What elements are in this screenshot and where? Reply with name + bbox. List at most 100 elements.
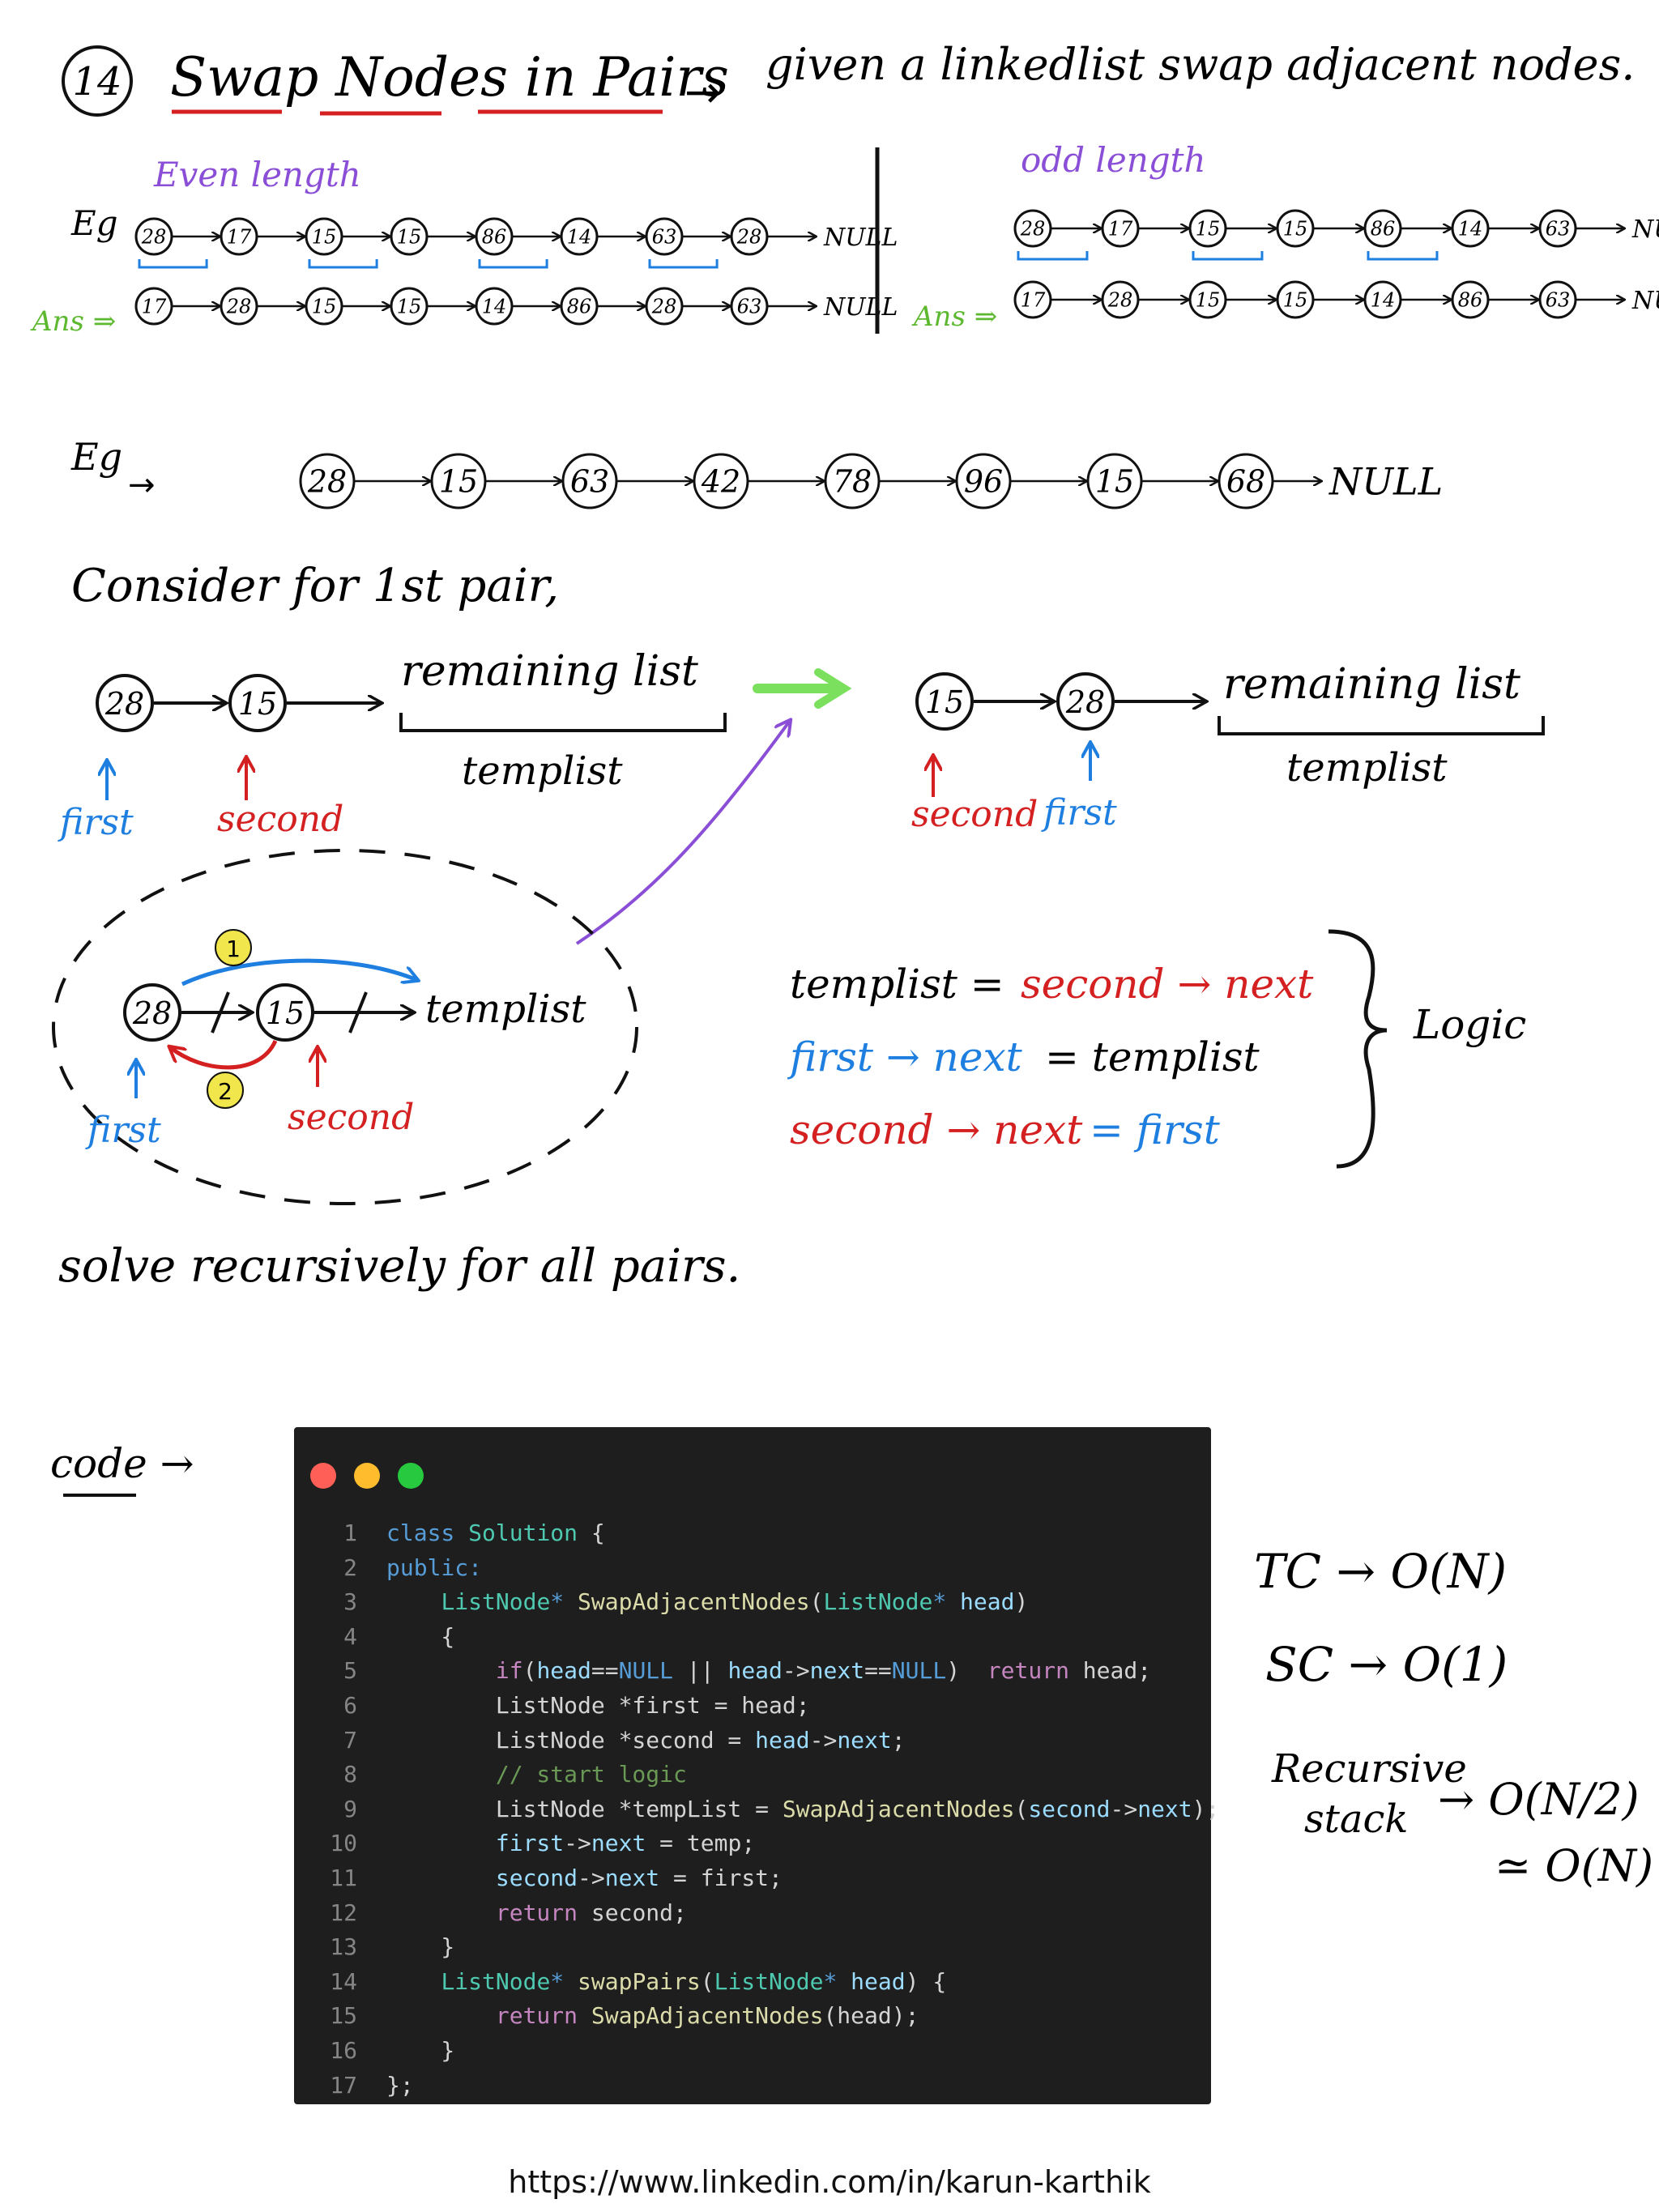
- code-token: [386, 1657, 496, 1684]
- node-value: 28: [651, 296, 677, 318]
- recursive-value: → O(N/2): [1438, 1774, 1640, 1825]
- remaining-list-label: remaining list: [1223, 660, 1520, 709]
- step2-badge: [207, 1072, 244, 1109]
- code-token: first: [495, 1830, 565, 1857]
- brace-under: [1218, 716, 1545, 735]
- line-number: 15: [330, 2002, 357, 2030]
- code-line: 13 }: [310, 1930, 1203, 1965]
- node-value: 14: [1371, 289, 1396, 312]
- code-token: SwapAdjacentNodes: [578, 1588, 810, 1616]
- logic-block: templist = second → next first → next = …: [787, 929, 1526, 1169]
- footer-link: https://www.linkedin.com/in/karun-karthi…: [508, 2164, 1151, 2200]
- node-value: 28: [1065, 684, 1105, 720]
- odd-output-list: 17281515148663NULL: [1013, 280, 1659, 319]
- line-number: 17: [330, 2071, 357, 2099]
- code-token: = temp;: [646, 1830, 756, 1857]
- code-token: head: [536, 1657, 591, 1685]
- line-number: 5: [343, 1657, 357, 1685]
- code-line: 7 ListNode *second = head->next;: [310, 1724, 1203, 1758]
- step2-arrow: [170, 1039, 278, 1070]
- code-token: [386, 2002, 496, 2029]
- code-token: next: [1137, 1795, 1192, 1822]
- code-line: 17};: [310, 2069, 1203, 2103]
- logic-label: Logic: [1413, 1001, 1526, 1048]
- code-token: (: [522, 1657, 537, 1685]
- logic-line3-left: second → next: [790, 1106, 1083, 1153]
- transform-arrow-head: [814, 668, 852, 709]
- second-label: second: [288, 1097, 414, 1138]
- node-value: 14: [567, 226, 592, 249]
- node-value: 68: [1226, 464, 1265, 500]
- cut-mark: [348, 991, 368, 1034]
- pair-before: 28 15 remaining list templist first seco…: [58, 647, 727, 843]
- node-circle: [228, 674, 287, 732]
- node-value: 15: [1196, 218, 1221, 241]
- code-token: [386, 1830, 496, 1856]
- node-value: 17: [1108, 218, 1133, 241]
- code-token: ;: [891, 1726, 906, 1754]
- node-value: 15: [1095, 464, 1134, 500]
- code-token: *: [932, 1588, 961, 1616]
- code-line: 8 // start logic: [310, 1758, 1203, 1792]
- code-token: [386, 1968, 441, 1995]
- code-token: NULL: [618, 1657, 674, 1685]
- node-value: 15: [439, 464, 478, 500]
- code-token: *: [550, 1588, 578, 1616]
- code-token: second: [1028, 1795, 1111, 1822]
- code-token: NULL: [891, 1657, 947, 1685]
- line-number: 10: [330, 1830, 357, 1857]
- first-label: first: [85, 1110, 161, 1151]
- node-value: 15: [1196, 289, 1221, 312]
- code-token: );: [1192, 1795, 1220, 1822]
- node-value: 14: [1458, 218, 1483, 241]
- line-number: 4: [343, 1622, 357, 1650]
- link-arrow: [575, 721, 790, 945]
- node-value: 42: [701, 464, 740, 500]
- node-value: 86: [1458, 289, 1483, 312]
- step2-number: 2: [218, 1078, 232, 1105]
- node-value: 86: [482, 226, 507, 249]
- code-token: ==: [864, 1657, 892, 1685]
- node-circle: [1056, 672, 1115, 731]
- window-maximize-dot: [398, 1463, 424, 1489]
- odd-ans-label: Ans ⇒: [911, 300, 997, 333]
- code-token: head: [755, 1726, 810, 1754]
- logic-line2-left: first → next: [787, 1034, 1023, 1080]
- node-value: 15: [1283, 218, 1308, 241]
- line-number: 13: [330, 1933, 357, 1961]
- node-value: 17: [227, 226, 252, 249]
- code-token: public:: [386, 1554, 483, 1581]
- solve-text: solve recursively for all pairs.: [58, 1240, 740, 1293]
- even-label: Even length: [153, 155, 361, 194]
- code-token: ListNode: [823, 1588, 933, 1616]
- remaining-list-label: remaining list: [401, 647, 698, 696]
- code-token: class: [386, 1519, 469, 1546]
- code-token: [386, 1588, 441, 1615]
- second-label: second: [911, 794, 1038, 835]
- null-label: NULL: [1631, 215, 1659, 244]
- node-value: 28: [1020, 218, 1046, 241]
- code-token: ->: [782, 1657, 810, 1685]
- code-token: ->: [564, 1830, 591, 1857]
- problem-number-circle: [62, 45, 133, 117]
- templist-label: templist: [462, 748, 623, 794]
- node-value: 63: [570, 464, 609, 500]
- line-number: 3: [343, 1588, 357, 1616]
- line-number: 8: [343, 1761, 357, 1788]
- code-line: 12 return second;: [310, 1896, 1203, 1931]
- line-number: 1: [343, 1519, 357, 1546]
- node-value: 28: [736, 226, 762, 249]
- null-label: NULL: [823, 224, 898, 252]
- code-token: ->: [809, 1726, 838, 1754]
- odd-label: odd length: [1021, 140, 1206, 180]
- dashed-boundary: [52, 849, 638, 1205]
- logic-brace: [1328, 929, 1388, 1169]
- code-token: }: [386, 1933, 455, 1961]
- code-token: ListNode: [441, 1588, 551, 1616]
